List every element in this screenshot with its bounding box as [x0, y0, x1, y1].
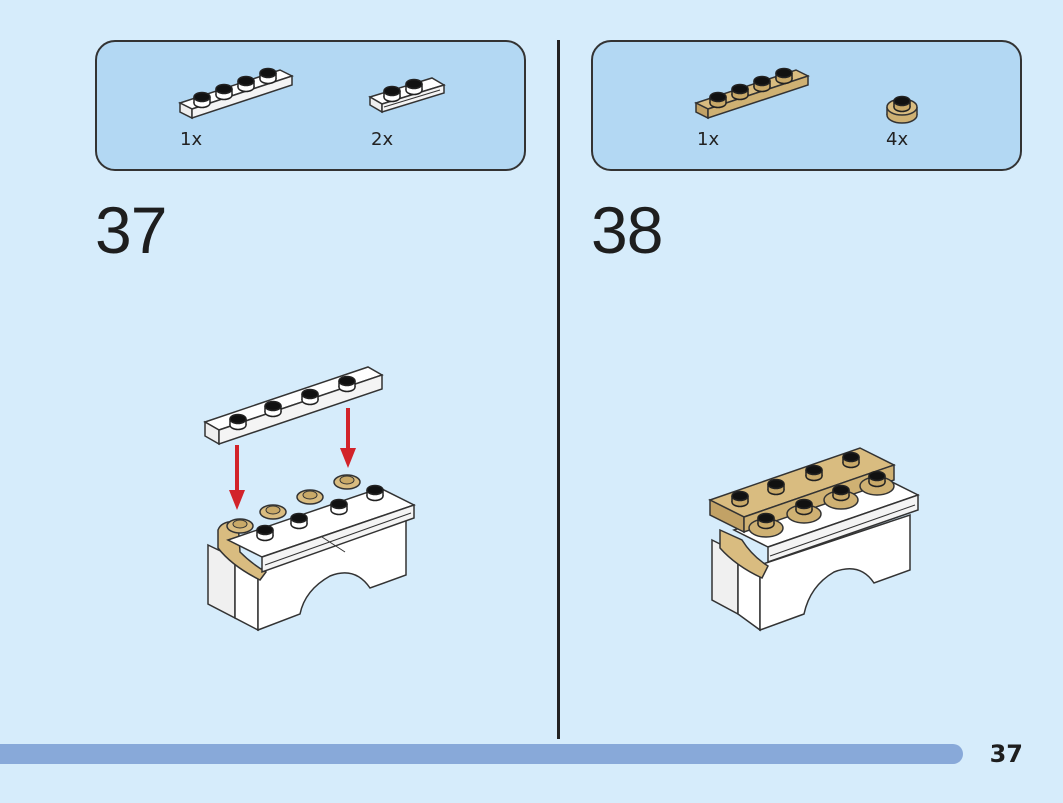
part-qty: 1x [697, 129, 720, 150]
step-number: 37 [95, 193, 167, 267]
page-number: 37 [989, 740, 1023, 768]
white-arch-with-plate-being-added-icon [203, 366, 416, 632]
part-qty: 1x [180, 129, 203, 150]
tan-plate-1x4-icon [694, 67, 810, 120]
part-qty: 4x [886, 129, 909, 150]
parts-box-step-37 [95, 40, 526, 171]
white-plate-1x4-icon [178, 67, 294, 120]
part-qty: 2x [371, 129, 394, 150]
tan-topped-arch-model-icon [708, 447, 920, 632]
step-divider [557, 40, 560, 739]
progress-bar [0, 744, 963, 764]
white-rail-plate-1x2-icon [368, 77, 446, 114]
parts-box-step-38 [591, 40, 1022, 171]
step-number: 38 [591, 193, 663, 267]
tan-round-plate-1x1-icon [886, 95, 918, 124]
